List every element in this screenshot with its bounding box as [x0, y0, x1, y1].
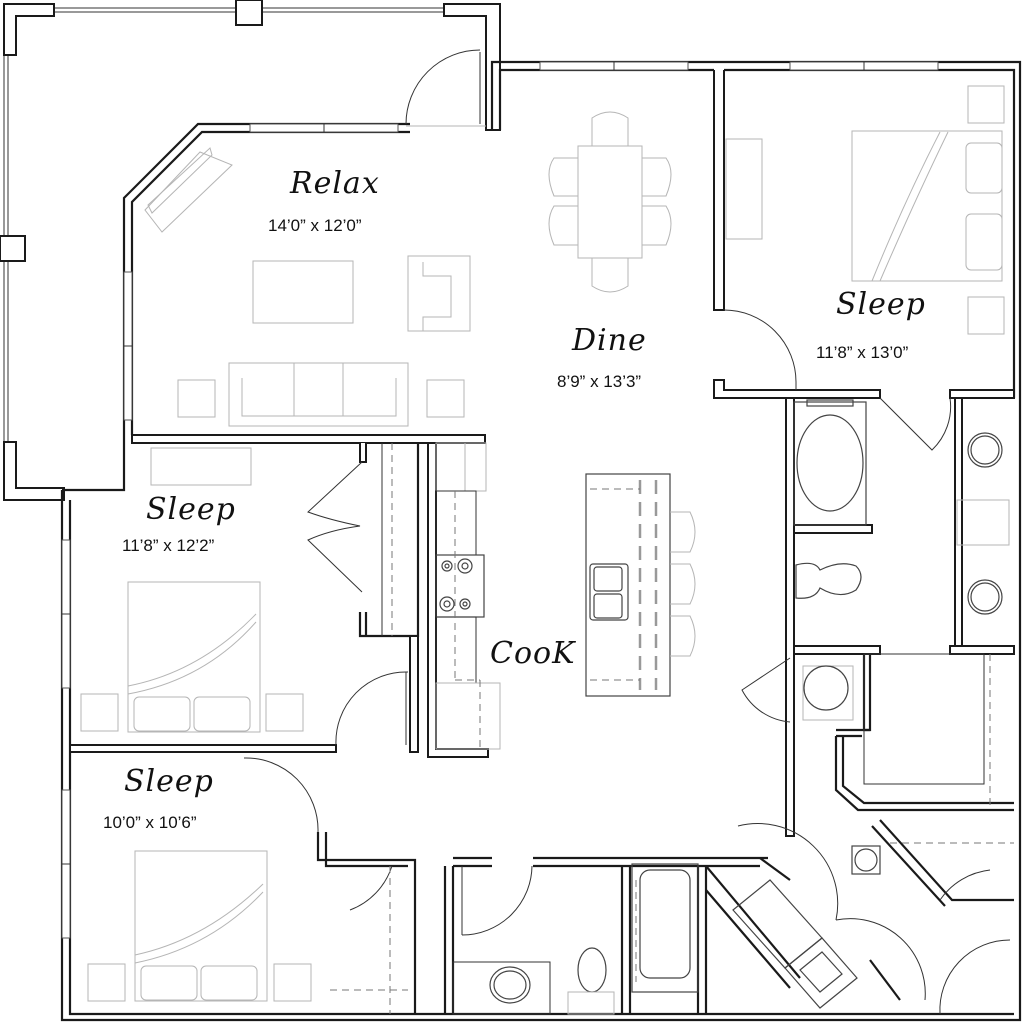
nightstand	[967, 296, 1005, 335]
sink	[489, 966, 531, 1004]
room-dim-sleep-3: 10’0” x 10’6”	[103, 813, 197, 832]
column-corner-tl	[3, 3, 55, 56]
patio-door[interactable]	[405, 49, 486, 127]
door-bath2	[461, 865, 533, 936]
door-closet-entry	[939, 869, 991, 901]
armchair	[407, 255, 471, 332]
kitchen-island	[585, 473, 671, 697]
laundry	[732, 842, 1014, 1009]
room-label-cook: CooK	[490, 636, 576, 671]
column-top	[235, 0, 263, 26]
sofa	[228, 362, 409, 427]
column-corner-bl	[3, 441, 65, 501]
dining-table	[577, 145, 643, 259]
dresser	[150, 447, 252, 486]
room-label-dine: Dine	[572, 323, 647, 358]
nightstand	[87, 963, 126, 1002]
door-sleep3	[243, 757, 319, 833]
bathtub	[793, 401, 867, 526]
bathtub	[631, 863, 699, 993]
door-closet3	[349, 865, 393, 911]
master-bedroom-furniture	[725, 85, 1005, 335]
bar-stool	[670, 511, 696, 553]
room-label-sleep-master: Sleep	[836, 287, 926, 322]
water-heater	[851, 845, 881, 875]
nightstand	[265, 693, 304, 732]
vanity-seat	[956, 499, 1010, 546]
sink	[589, 563, 629, 621]
kitchen	[435, 442, 696, 750]
patio	[0, 0, 501, 501]
refrigerator	[435, 442, 487, 492]
dryer	[784, 937, 858, 1009]
room-label-relax: Relax	[290, 166, 380, 201]
door-master-bath	[879, 397, 952, 451]
nightstand	[967, 85, 1005, 124]
room-dim-sleep-master: 11’8” x 13’0”	[816, 343, 909, 362]
nightstand	[273, 963, 312, 1002]
door-master	[723, 309, 797, 383]
room-dim-sleep-2: 11’8” x 12’2”	[122, 536, 215, 555]
side-table	[177, 379, 216, 418]
closet	[863, 653, 985, 785]
vanity	[452, 961, 551, 1015]
door-wc	[741, 657, 791, 723]
bed	[134, 850, 268, 1002]
dresser	[725, 138, 763, 240]
cooktop	[435, 554, 485, 618]
sink-left	[967, 432, 1003, 468]
door-laundry	[737, 823, 839, 921]
windows	[61, 61, 939, 939]
dining-furniture	[548, 111, 672, 293]
toilet	[795, 562, 862, 599]
door-entry	[835, 918, 926, 1001]
column-left	[0, 235, 26, 262]
washer	[732, 879, 823, 969]
doors[interactable]	[243, 309, 1011, 1015]
bar-stool	[670, 563, 696, 605]
master-bath	[793, 399, 1010, 810]
side-table	[426, 379, 465, 418]
door-front	[939, 939, 1011, 1015]
room-dim-dine: 8’9” x 13’3”	[557, 372, 642, 391]
room-label-sleep-3: Sleep	[124, 764, 214, 799]
tv-console	[144, 151, 233, 233]
closet-bifold-sleep2	[307, 461, 363, 593]
sleep2-furniture	[80, 443, 393, 733]
door-sleep2	[335, 671, 409, 746]
nightstand	[80, 693, 119, 732]
room-dim-relax: 14’0” x 12’0”	[268, 216, 362, 235]
sleep3-furniture	[87, 850, 408, 1014]
toilet	[577, 947, 607, 993]
relax-furniture	[144, 147, 471, 427]
column-corner-tr	[443, 3, 501, 131]
bed	[851, 130, 1003, 282]
sink-right	[967, 579, 1003, 615]
bar-stool	[670, 615, 696, 657]
floor-sink	[803, 665, 849, 711]
bed	[127, 581, 261, 733]
dishwasher	[435, 682, 501, 750]
room-label-sleep-2: Sleep	[146, 492, 236, 527]
bath2	[452, 863, 699, 1015]
shower-box	[802, 665, 854, 721]
coffee-table	[252, 260, 354, 324]
